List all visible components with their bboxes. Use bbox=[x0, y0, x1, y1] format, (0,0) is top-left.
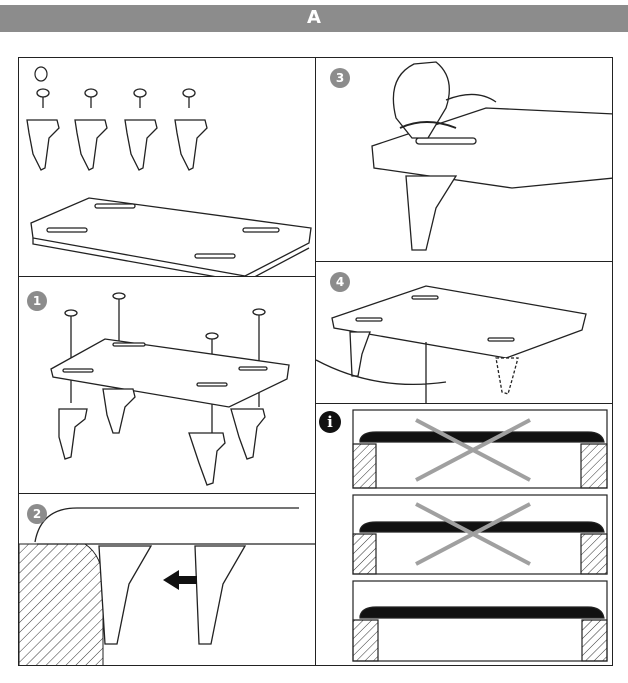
hand-icon bbox=[392, 61, 450, 139]
step-2-illustration bbox=[19, 507, 315, 665]
cross-icon bbox=[415, 502, 531, 566]
step-3-panel: 3 bbox=[315, 57, 613, 262]
info-icon: i bbox=[319, 411, 341, 433]
section-title: A bbox=[307, 7, 321, 28]
shelf-board-icon bbox=[30, 197, 312, 276]
bracket-icon bbox=[74, 119, 108, 171]
arrow-left-icon bbox=[163, 570, 197, 590]
screw-icon bbox=[133, 88, 147, 108]
screw-icon bbox=[84, 88, 98, 108]
step-badge: 4 bbox=[330, 272, 350, 292]
bracket-icon bbox=[174, 119, 208, 171]
fit-comparison-illustration bbox=[352, 409, 608, 662]
step-4-panel: 4 bbox=[315, 261, 613, 404]
screw-icon bbox=[182, 88, 196, 108]
section-header: A bbox=[0, 5, 628, 32]
bracket-icon bbox=[26, 119, 60, 171]
cross-icon bbox=[415, 418, 531, 482]
screw-icon bbox=[36, 88, 50, 108]
step-2-panel: 2 bbox=[18, 493, 316, 666]
bracket-icon bbox=[124, 119, 158, 171]
step-badge: 1 bbox=[27, 291, 47, 311]
info-panel bbox=[315, 403, 613, 666]
parts-illustration bbox=[26, 66, 312, 276]
step-badge: 2 bbox=[27, 504, 47, 524]
step-1-illustration bbox=[50, 292, 290, 486]
parts-panel bbox=[18, 57, 316, 277]
step-1-panel: 1 bbox=[18, 276, 316, 494]
step-3-illustration bbox=[371, 61, 612, 251]
step-4-illustration bbox=[316, 285, 587, 403]
step-badge: 3 bbox=[330, 68, 350, 88]
